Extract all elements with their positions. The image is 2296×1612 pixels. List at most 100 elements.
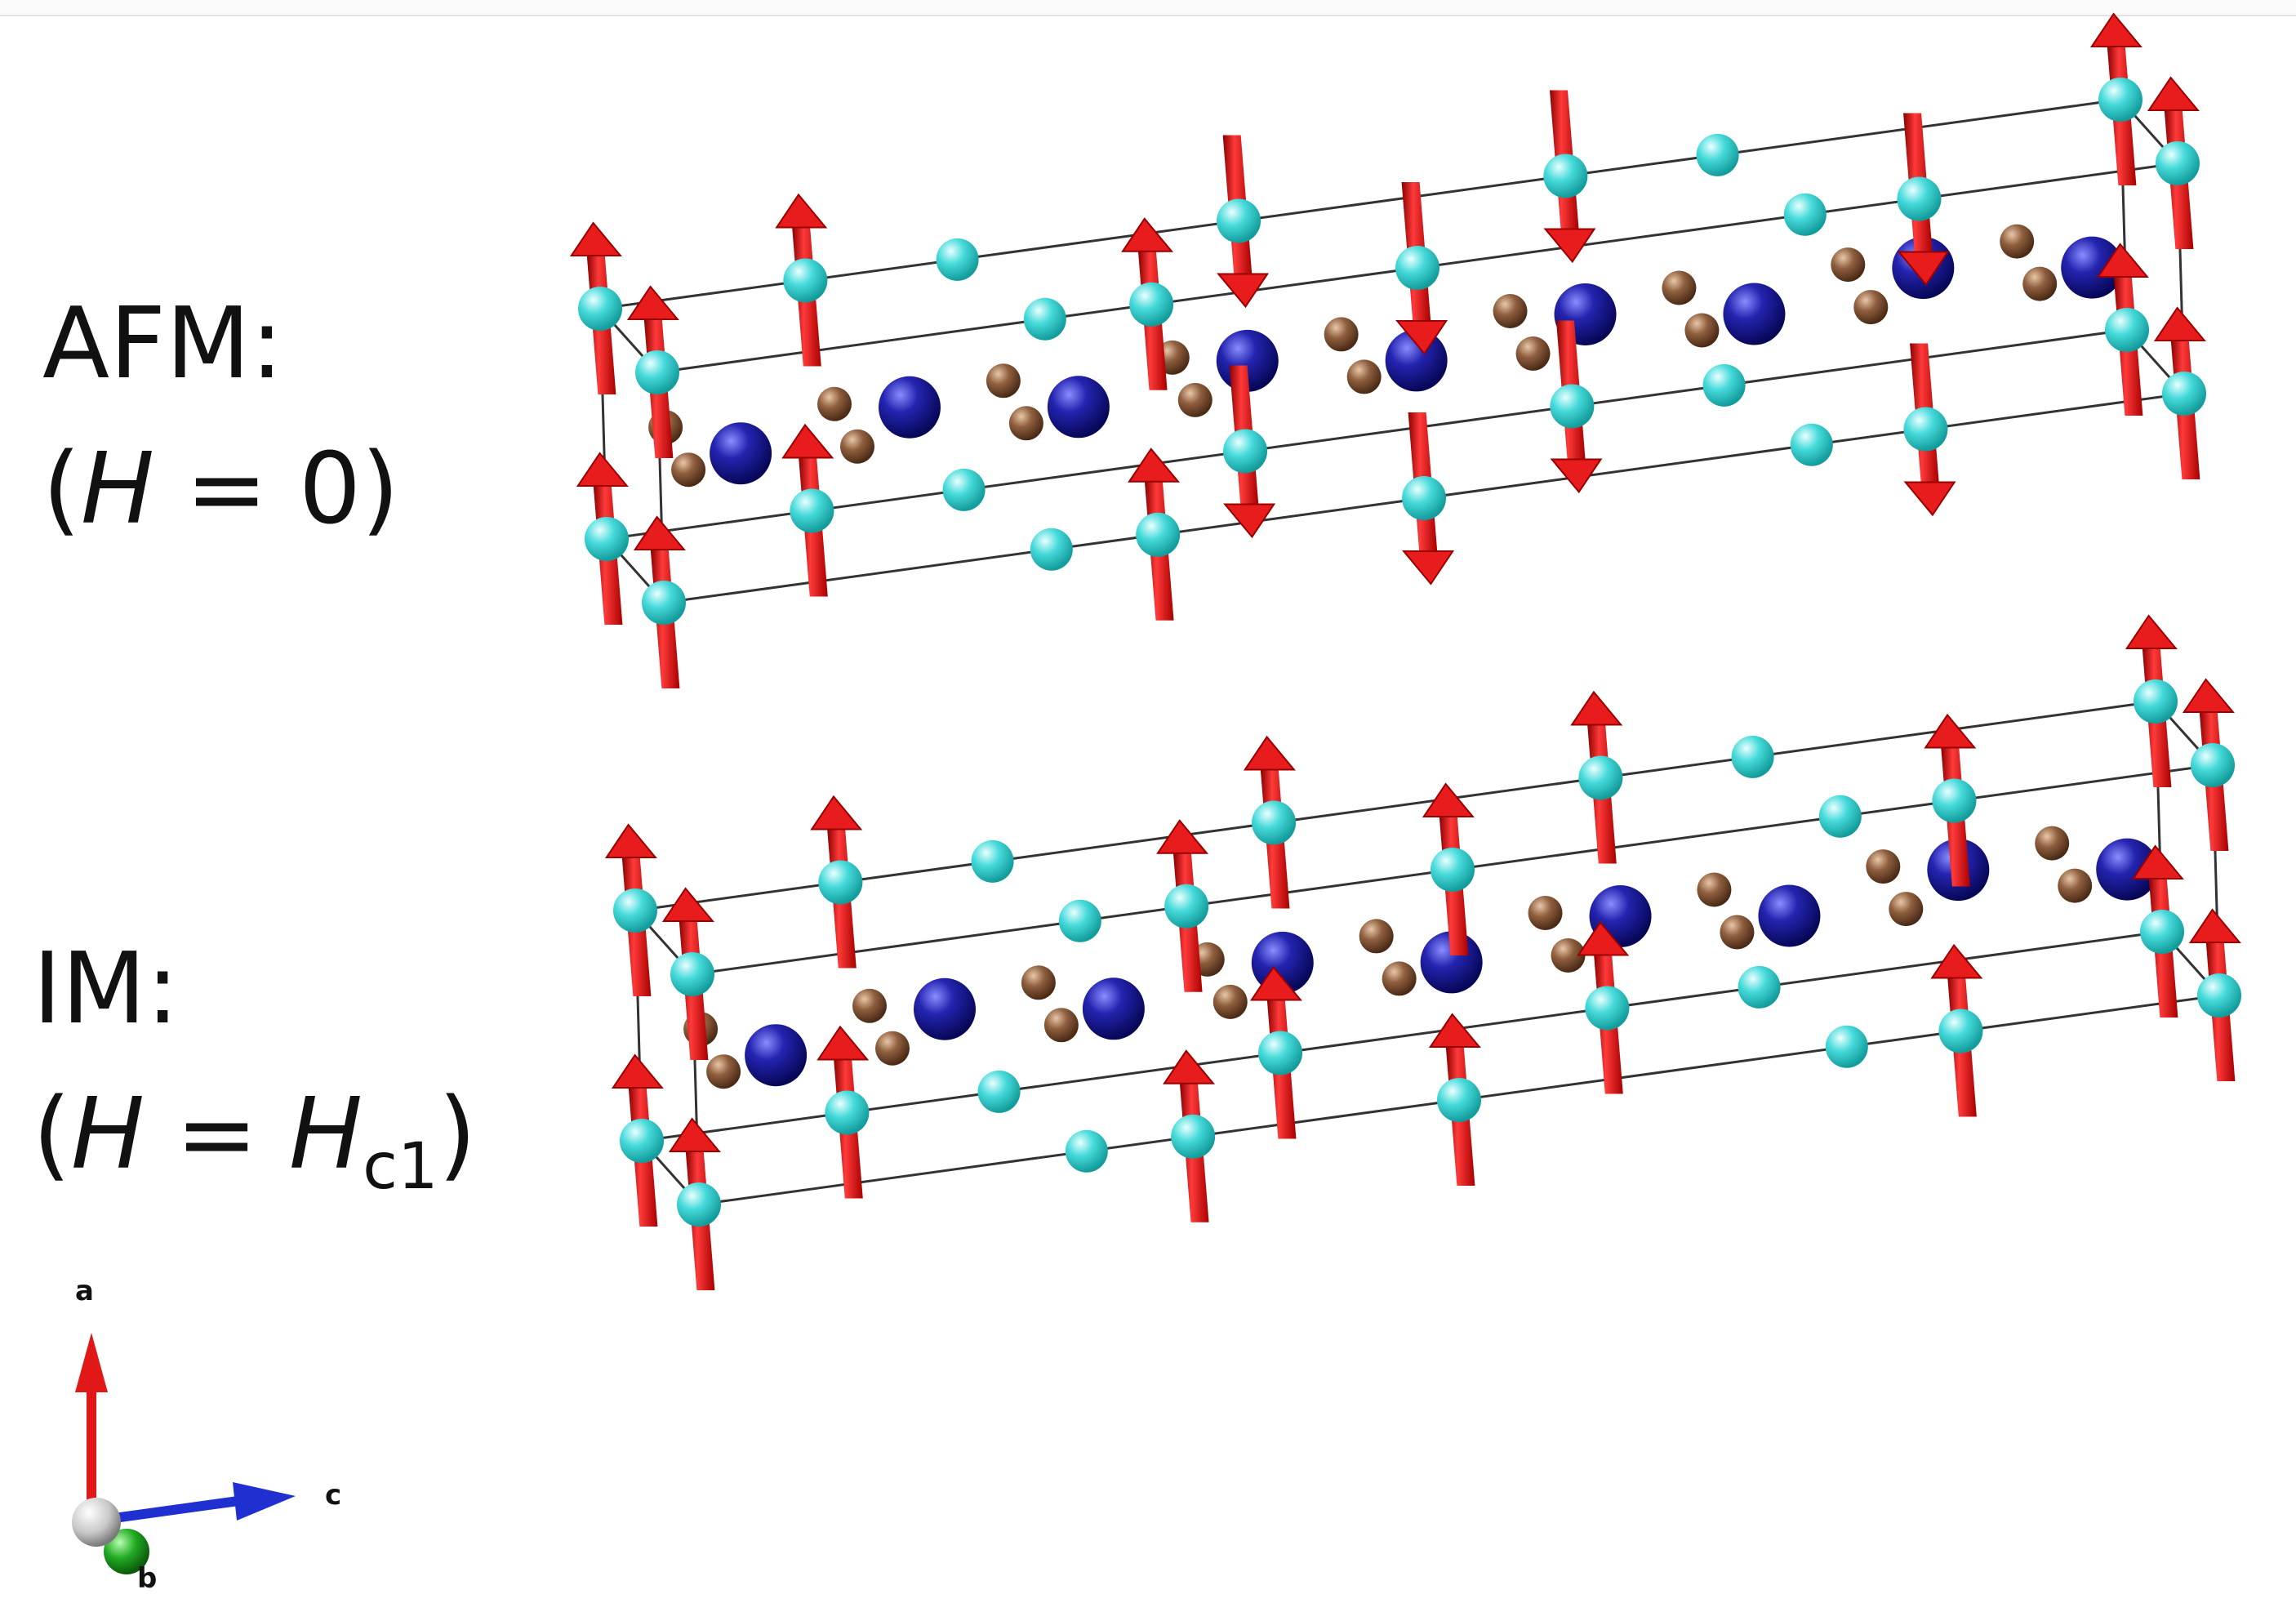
moment-arrow-head-0-5 [626, 285, 679, 320]
small-ion-1-2b [1043, 1008, 1079, 1043]
moment-arrow-head-1-12 [1249, 965, 1302, 1001]
large-ion-1-2 [1082, 977, 1145, 1040]
small-ion-0-8b [2022, 266, 2058, 301]
magnetic-ion-0-2 [1217, 198, 1261, 243]
afm-field-condition: (H = 0) [42, 441, 399, 539]
magnetic-ion-1-15 [677, 1182, 721, 1227]
small-ion-1-8b [2058, 868, 2093, 903]
small-ion-0-6a [1662, 270, 1697, 305]
small-ion-1-4a [1359, 919, 1394, 954]
axis-b-label: b [137, 1562, 157, 1595]
small-ion-0-8a [2000, 224, 2035, 259]
moment-arrow-head-0-2 [1217, 273, 1270, 309]
magnetic-ion-1-9 [2191, 743, 2235, 787]
axis-c-label: c [325, 1479, 341, 1512]
magnetic-ion-free-0-1-0 [1696, 133, 1739, 176]
magnetic-ion-1-6 [1164, 884, 1209, 928]
moment-arrow-head-0-3 [1543, 228, 1596, 264]
magnetic-ion-1-3 [1578, 755, 1623, 800]
im-field-symbol: H [70, 1078, 145, 1191]
moment-arrow-head-0-7 [1395, 320, 1448, 355]
small-ion-0-2b [1008, 406, 1043, 441]
moment-arrow-head-0-9 [2147, 76, 2200, 111]
magnetic-ion-0-0 [578, 287, 622, 331]
small-ion-1-7a [1866, 849, 1901, 884]
cell-edge-1-2 [641, 930, 2163, 1142]
large-ion-0-1 [878, 376, 941, 439]
magnetic-ion-free-1-0-2 [977, 1070, 1021, 1113]
magnetic-ion-1-0 [613, 888, 657, 933]
small-ion-1-5a [1528, 895, 1563, 930]
moment-arrow-head-1-11 [817, 1025, 870, 1061]
large-ion-0-0 [710, 422, 772, 485]
magnetic-ion-0-1 [783, 258, 828, 303]
im-equals: = [145, 1078, 289, 1191]
moment-arrow-head-1-7 [1422, 782, 1475, 817]
small-ion-1-0b [706, 1054, 741, 1089]
magnetic-ion-free-1-1-2 [1738, 965, 1781, 1009]
moment-arrow-head-1-18 [1930, 943, 1983, 979]
magnetic-ion-free-1-0-1 [1058, 899, 1101, 942]
small-ion-1-7b [1889, 892, 1924, 927]
magnetic-ion-free-1-0-3 [1065, 1129, 1108, 1173]
small-ion-1-2a [1021, 965, 1056, 1000]
small-ion-1-6a [1697, 872, 1732, 907]
moment-arrow-head-1-15 [668, 1117, 721, 1152]
moment-arrow-head-0-13 [1550, 458, 1603, 494]
magnetic-ion-free-0-0-0 [936, 238, 979, 281]
magnetic-ion-0-14 [2105, 308, 2149, 352]
magnetic-ion-0-15 [642, 581, 686, 625]
small-ion-1-6b [1720, 915, 1755, 950]
afm-close-paren: ) [361, 433, 400, 546]
magnetic-ion-0-17 [1402, 476, 1446, 520]
im-field-subscript: c1 [363, 1129, 438, 1204]
large-ion-1-6 [1758, 884, 1821, 947]
moment-arrow-head-0-17 [1402, 550, 1455, 586]
magnetic-ion-1-4 [2134, 679, 2178, 724]
magnetic-ion-1-14 [2140, 910, 2184, 954]
magnetic-ion-free-0-1-1 [1783, 193, 1827, 236]
small-ion-0-7b [1853, 290, 1889, 325]
magnetic-ion-free-1-1-1 [1818, 795, 1862, 838]
small-ion-1-3b [1213, 984, 1248, 1019]
magnetic-ion-0-18 [1903, 407, 1948, 452]
im-field-condition: (H = Hc1) [33, 1086, 476, 1199]
moment-arrow-head-1-9 [2182, 678, 2235, 713]
large-ion-0-4 [1385, 329, 1448, 392]
moment-arrow-head-0-14 [2096, 243, 2149, 278]
im-structure [604, 614, 2241, 1290]
magnetic-ion-0-11 [790, 488, 834, 533]
axis-origin [72, 1498, 121, 1547]
magnetic-ion-0-9 [2156, 141, 2200, 185]
moment-arrow-head-1-5 [661, 887, 714, 922]
im-close-paren: ) [438, 1078, 477, 1191]
moment-arrow-head-1-19 [2188, 908, 2241, 943]
small-ion-0-0b [671, 452, 706, 488]
magnetic-ion-0-16 [1136, 512, 1181, 557]
small-ion-1-8a [2035, 826, 2070, 861]
large-ion-1-0 [745, 1024, 808, 1087]
axis-c-head [233, 1482, 296, 1521]
moment-arrow-head-1-1 [810, 795, 863, 830]
afm-state-text: AFM: [42, 287, 284, 401]
magnetic-ion-0-19 [2162, 372, 2206, 416]
cell-edge-0-2 [606, 328, 2128, 541]
magnetic-ion-0-6 [1129, 282, 1174, 327]
magnetic-ion-1-8 [1932, 778, 1977, 823]
magnetic-ion-0-13 [1550, 384, 1595, 429]
moment-arrow-head-1-17 [1428, 1013, 1481, 1048]
magnetic-ion-0-12 [1223, 429, 1268, 474]
magnetic-ion-1-19 [2197, 973, 2241, 1018]
moment-arrow-head-1-14 [2131, 844, 2184, 879]
magnetic-ion-free-0-0-2 [942, 468, 986, 511]
small-ion-0-5a [1493, 293, 1528, 328]
moment-arrow-head-1-13 [1577, 920, 1630, 956]
magnetic-ion-1-11 [825, 1090, 870, 1135]
magnetic-ion-1-5 [670, 952, 714, 996]
magnetic-ion-1-10 [620, 1119, 664, 1163]
magnetic-ion-0-10 [585, 517, 629, 561]
large-ion-1-1 [913, 977, 976, 1040]
axis-triad: a c b [72, 1275, 341, 1595]
magnetic-ion-1-2 [1252, 800, 1297, 845]
